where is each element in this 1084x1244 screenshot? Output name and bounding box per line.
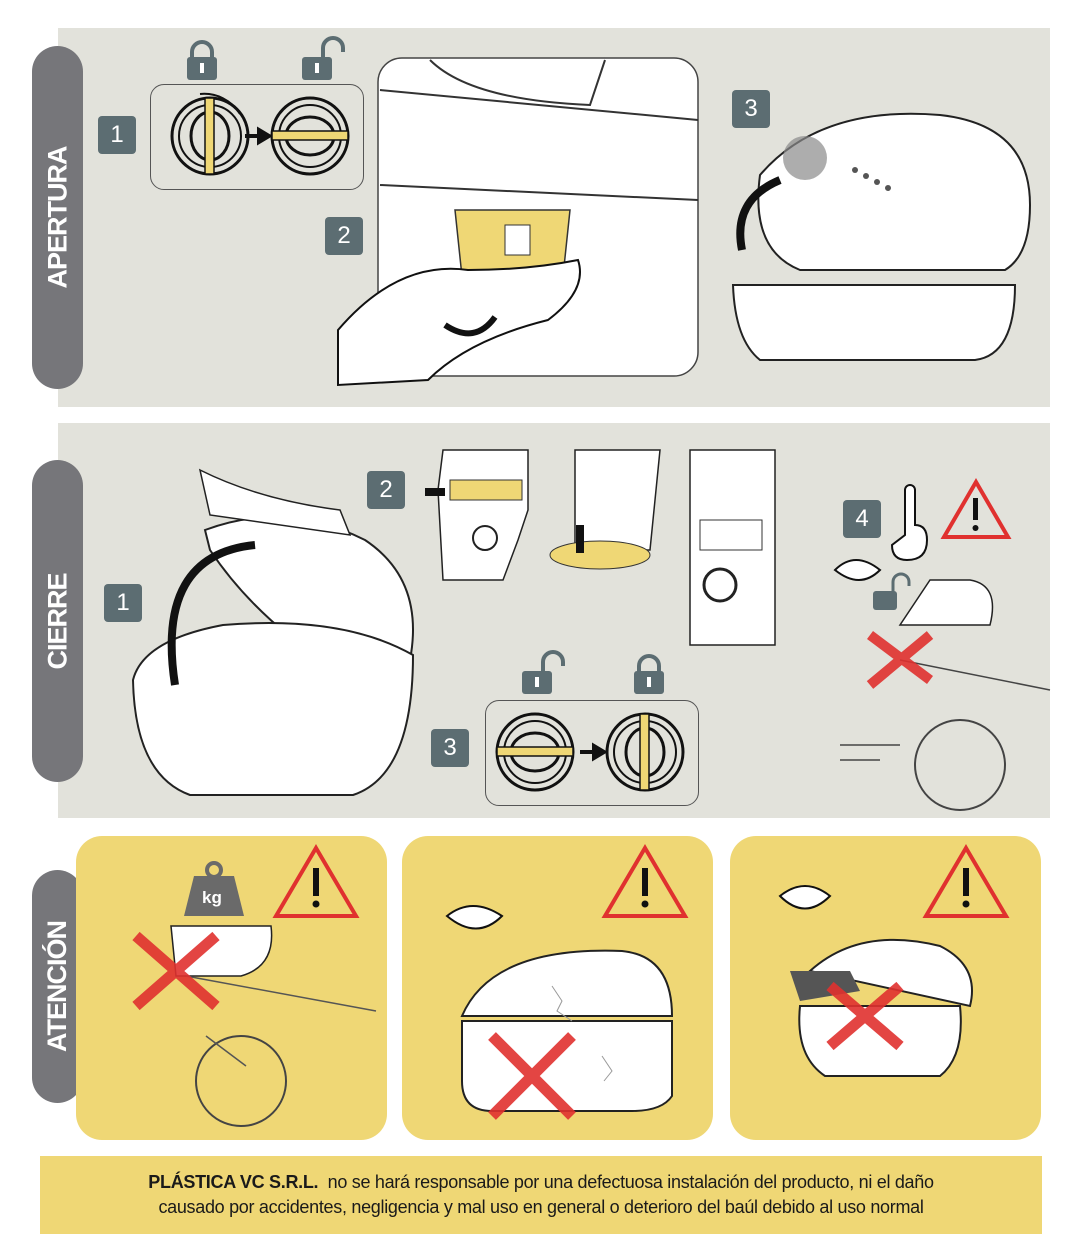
disclaimer: PLÁSTICA VC S.R.L. no se hará responsabl… bbox=[40, 1156, 1042, 1234]
weight-icon bbox=[184, 876, 244, 916]
topcase-base bbox=[131, 622, 415, 796]
lift-arrow-icon bbox=[736, 176, 782, 251]
weight-label: kg bbox=[202, 888, 222, 907]
lock-open-icon bbox=[522, 650, 565, 694]
warning-card-overweight: kg bbox=[76, 836, 387, 1140]
eye-icon bbox=[445, 905, 504, 930]
atencion-label: ATENCIÓN bbox=[42, 921, 72, 1052]
rotate-arrow-icon bbox=[443, 315, 498, 337]
red-x-icon bbox=[488, 1032, 576, 1120]
step-badge: 1 bbox=[98, 116, 136, 154]
hand-illustration bbox=[198, 468, 352, 536]
dial-locked bbox=[605, 712, 685, 792]
warning-card-overfilled bbox=[730, 836, 1041, 1140]
step-badge: 3 bbox=[732, 90, 770, 128]
disclaimer-line-2: causado por accidentes, negligencia y ma… bbox=[158, 1197, 924, 1217]
disclaimer-text-1: no se hará responsable por una defectuos… bbox=[327, 1172, 934, 1192]
topcase-base bbox=[731, 284, 1017, 361]
step-badge: 3 bbox=[431, 729, 469, 767]
topcase-lid bbox=[807, 938, 973, 1008]
apertura-tab: APERTURA bbox=[32, 46, 83, 389]
eye-icon bbox=[833, 559, 882, 581]
dial-unlocked bbox=[495, 712, 575, 792]
finger-icon bbox=[890, 484, 929, 562]
warning-icon bbox=[272, 844, 360, 918]
dial-locked bbox=[170, 92, 250, 176]
red-x-icon bbox=[866, 631, 934, 689]
cierre-tab: CIERRE bbox=[32, 460, 83, 782]
step-badge: 2 bbox=[325, 217, 363, 255]
step-badge: 4 bbox=[843, 500, 881, 538]
lock-turn-diagram bbox=[150, 84, 364, 190]
red-x-icon bbox=[826, 981, 904, 1051]
lock-closed-icon bbox=[187, 40, 217, 80]
lock-closed-icon bbox=[634, 654, 664, 694]
lock-turn-diagram bbox=[485, 700, 699, 806]
arrow-right-icon bbox=[245, 126, 273, 146]
warning-icon bbox=[922, 844, 1010, 918]
step-badge: 2 bbox=[367, 471, 405, 509]
lock-open-icon bbox=[302, 36, 345, 80]
eye-icon bbox=[778, 885, 832, 910]
atencion-tab: ATENCIÓN bbox=[32, 870, 83, 1103]
arrow-right-icon bbox=[580, 742, 608, 762]
lock-open-icon bbox=[873, 572, 911, 610]
topcase-base bbox=[798, 1005, 962, 1077]
disclaimer-line-1: PLÁSTICA VC S.R.L. no se hará responsabl… bbox=[148, 1170, 934, 1195]
hand-illustration bbox=[337, 258, 581, 387]
dial-unlocked bbox=[270, 96, 350, 176]
company-name: PLÁSTICA VC S.R.L. bbox=[148, 1172, 319, 1192]
step-badge: 1 bbox=[104, 584, 142, 622]
warning-card-damaged bbox=[402, 836, 713, 1140]
red-x-icon bbox=[132, 931, 220, 1011]
close-arrow-icon bbox=[167, 541, 256, 686]
warning-icon bbox=[940, 478, 1012, 539]
warning-icon bbox=[601, 844, 689, 918]
topcase-lid bbox=[460, 949, 674, 1017]
